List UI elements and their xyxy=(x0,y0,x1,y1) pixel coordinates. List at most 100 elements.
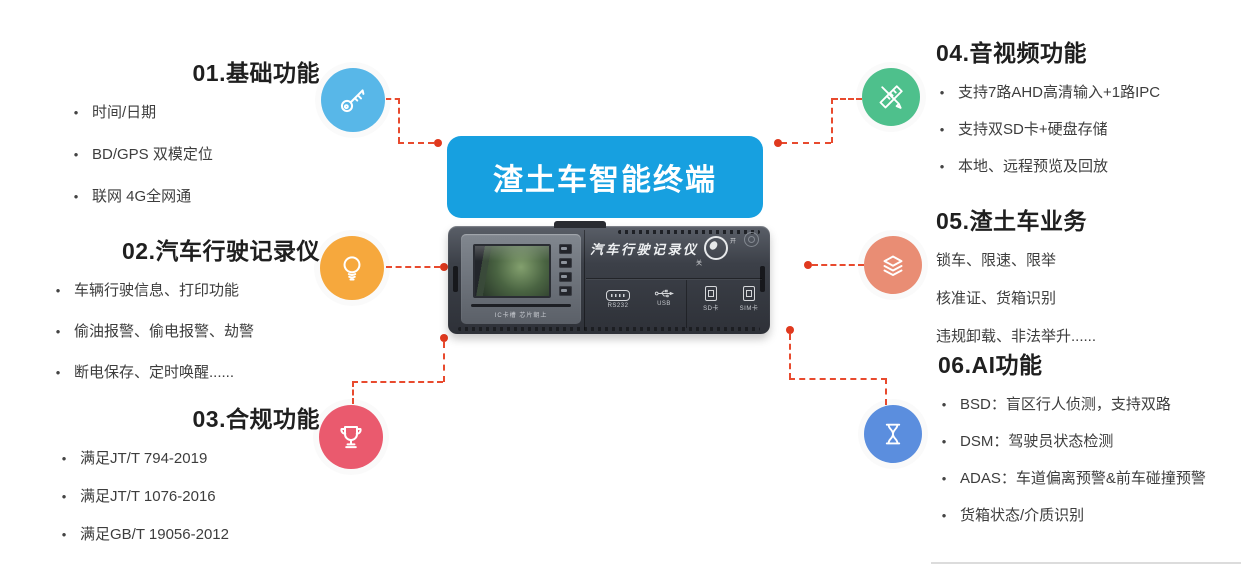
feature-text: 时间/日期 xyxy=(92,104,157,121)
bullet-marker: • xyxy=(61,451,67,466)
bullet-marker: • xyxy=(941,508,947,523)
feature-item: • 满足JT/T 1076-2016 xyxy=(58,484,320,510)
connector-line xyxy=(885,378,887,405)
device-speaker-slot xyxy=(760,266,765,292)
feature-text: 支持7路AHD高清输入+1路IPC xyxy=(958,84,1161,101)
section-heading: 02.汽车行驶记录仪 xyxy=(122,238,320,264)
connector-line xyxy=(812,264,864,266)
feature-text: 本地、远程预览及回放 xyxy=(958,158,1109,175)
rs232-port: RS232 xyxy=(594,290,642,309)
usb-icon xyxy=(654,289,674,298)
sd-card-port: SD卡 xyxy=(694,286,728,312)
feature-item: • ADAS：车道偏离预警&前车碰撞预警 xyxy=(938,466,1238,492)
device-vents xyxy=(618,230,760,234)
connector-line xyxy=(352,381,354,404)
usb-port: USB xyxy=(646,288,682,307)
feature-text: BD/GPS 双模定位 xyxy=(92,146,213,163)
knob-off-label: 关 xyxy=(696,261,703,267)
connector-line xyxy=(398,142,434,144)
section-driving-recorder: 02.汽车行驶记录仪 • 车辆行驶信息、打印功能 • 偷油报警、偷电报警、劫警 … xyxy=(52,236,320,401)
connector-dot xyxy=(786,326,794,334)
feature-item: • 偷油报警、偷电报警、劫警 xyxy=(52,319,320,345)
connector-line xyxy=(781,142,831,144)
page-title: 渣土车智能终端 xyxy=(493,164,717,197)
bullet-marker: • xyxy=(73,105,79,120)
device-brand-text: 汽车行驶记录仪 xyxy=(590,242,699,257)
section-heading: 01.基础功能 xyxy=(192,60,320,86)
feature-item: 锁车、限速、限举 xyxy=(936,248,1241,274)
connector-line xyxy=(831,98,833,143)
bullet-marker: • xyxy=(941,397,947,412)
section-heading: 06.AI功能 xyxy=(938,352,1043,378)
card-slot-caption: IC卡槽 芯片朝上 xyxy=(494,313,548,319)
connector-dot xyxy=(440,334,448,342)
feature-item: • 支持双SD卡+硬盘存储 xyxy=(936,117,1241,143)
feature-text: 断电保存、定时唤醒...... xyxy=(74,364,235,381)
card-slot xyxy=(471,304,571,307)
feature-text: 违规卸载、非法举升...... xyxy=(936,328,1097,345)
sd-card-icon xyxy=(705,286,717,301)
divider-line xyxy=(931,562,1241,564)
feature-item: 违规卸载、非法举升...... xyxy=(936,324,1241,350)
connector-line xyxy=(352,381,443,383)
bullet-marker: • xyxy=(55,324,61,339)
power-knob xyxy=(704,236,728,260)
bullet-marker: • xyxy=(939,159,945,174)
bullet-marker: • xyxy=(73,147,79,162)
bullet-marker: • xyxy=(73,189,79,204)
device-screen xyxy=(473,244,551,298)
panel-groove xyxy=(586,278,762,279)
bullet-marker: • xyxy=(939,85,945,100)
panel-seam xyxy=(686,280,687,328)
feature-text: 车辆行驶信息、打印功能 xyxy=(74,282,240,299)
feature-item: • 时间/日期 xyxy=(70,100,320,126)
key-icon xyxy=(321,68,385,132)
bullet-marker: • xyxy=(939,122,945,137)
port-label: RS232 xyxy=(607,303,629,309)
device-screen-panel: IC卡槽 芯片朝上 xyxy=(461,234,581,324)
connector-dot xyxy=(434,139,442,147)
device-button xyxy=(559,258,572,268)
section-heading: 05.渣土车业务 xyxy=(936,208,1087,234)
feature-text: 偷油报警、偷电报警、劫警 xyxy=(74,323,255,340)
section-muck-truck-business: 05.渣土车业务 锁车、限速、限举 核准证、货箱识别 违规卸载、非法举升....… xyxy=(936,206,1241,362)
feature-item: • 满足GB/T 19056-2012 xyxy=(58,522,320,548)
port-label: SD卡 xyxy=(703,306,719,312)
pencil-ruler-icon xyxy=(862,68,920,126)
feature-item: • 联网 4G全网通 xyxy=(70,184,320,210)
feature-text: 满足JT/T 794-2019 xyxy=(80,450,208,467)
feature-text: 核准证、货箱识别 xyxy=(936,290,1057,307)
connector-line xyxy=(386,98,400,100)
feature-text: 联网 4G全网通 xyxy=(92,188,192,205)
device-vents xyxy=(458,327,760,331)
connector-line xyxy=(789,334,791,379)
feature-text: 满足JT/T 1076-2016 xyxy=(80,488,216,505)
connector-dot xyxy=(774,139,782,147)
device-button xyxy=(559,272,572,282)
section-ai-functions: 06.AI功能 • BSD：盲区行人侦测，支持双路 • DSM：驾驶员状态检测 … xyxy=(938,350,1238,540)
feature-item: • 本地、远程预览及回放 xyxy=(936,154,1241,180)
port-label: SIM卡 xyxy=(739,306,759,312)
layers-icon xyxy=(864,236,922,294)
section-heading: 03.合规功能 xyxy=(192,406,320,432)
certification-logo xyxy=(744,232,759,247)
feature-item: • 支持7路AHD高清输入+1路IPC xyxy=(936,80,1241,106)
device-mount xyxy=(554,221,606,228)
feature-text: 锁车、限速、限举 xyxy=(936,252,1057,269)
trophy-icon xyxy=(319,405,383,469)
feature-text: 满足GB/T 19056-2012 xyxy=(80,526,229,543)
section-basic-functions: 01.基础功能 • 时间/日期 • BD/GPS 双模定位 • 联网 4G全网通 xyxy=(70,58,320,226)
device-button xyxy=(559,286,572,296)
section-heading: 04.音视频功能 xyxy=(936,40,1087,66)
port-label: USB xyxy=(657,301,671,307)
panel-seam xyxy=(584,230,585,330)
connector-line xyxy=(398,98,400,143)
feature-text: BSD：盲区行人侦测，支持双路 xyxy=(960,396,1171,413)
feature-item: • DSM：驾驶员状态检测 xyxy=(938,429,1238,455)
sim-card-icon xyxy=(743,286,755,301)
connector-dot xyxy=(804,261,812,269)
bullet-marker: • xyxy=(55,365,61,380)
bullet-marker: • xyxy=(55,283,61,298)
title-banner: 渣土车智能终端 xyxy=(447,136,763,218)
